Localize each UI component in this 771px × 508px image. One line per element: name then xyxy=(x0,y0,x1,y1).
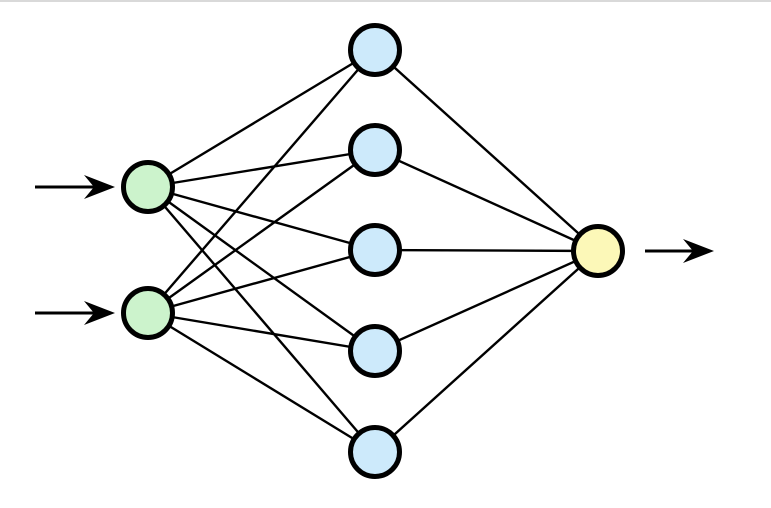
output-arrow-head xyxy=(683,239,714,263)
input-arrow-1-head xyxy=(84,175,115,199)
hidden-node-5 xyxy=(348,425,402,479)
input-node-2 xyxy=(121,286,175,340)
edge-hidden5-output1 xyxy=(374,250,599,453)
edge-input1-hidden4 xyxy=(147,186,376,352)
edge-input2-hidden3 xyxy=(147,248,376,315)
edge-input2-hidden4 xyxy=(147,311,376,353)
hidden-node-3 xyxy=(348,223,402,277)
input-node-1 xyxy=(121,160,175,214)
hidden-node-2 xyxy=(348,123,402,177)
edge-hidden4-output1 xyxy=(374,249,599,353)
edge-input1-hidden1 xyxy=(147,48,376,189)
hidden-node-1 xyxy=(348,23,402,77)
edge-input1-hidden2 xyxy=(147,148,376,189)
edge-input2-hidden5 xyxy=(147,311,376,454)
edge-input2-hidden1 xyxy=(147,49,376,314)
edge-input1-hidden3 xyxy=(147,185,376,252)
input-arrow-2-head xyxy=(84,301,115,325)
hidden-node-4 xyxy=(348,324,402,378)
edge-hidden1-output1 xyxy=(374,49,599,252)
edge-hidden2-output1 xyxy=(374,148,599,253)
edge-hidden3-output1 xyxy=(374,248,599,253)
edge-input1-hidden5 xyxy=(147,186,376,453)
window-top-border xyxy=(0,0,771,2)
edge-input2-hidden2 xyxy=(147,149,376,314)
output-node-1 xyxy=(571,224,625,278)
